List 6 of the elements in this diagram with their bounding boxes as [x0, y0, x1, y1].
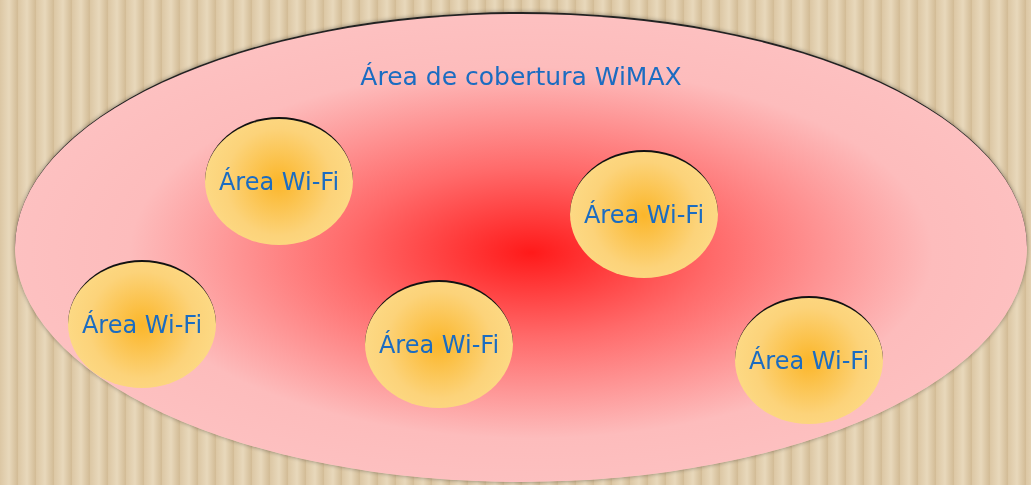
area-title: Área de cobertura WiMAX [359, 62, 683, 91]
area-label: Área Wi-Fi [748, 347, 870, 375]
area-label: Área Wi-Fi [583, 201, 705, 229]
area-label: Área Wi-Fi [218, 168, 340, 196]
area-label: Área Wi-Fi [378, 331, 500, 359]
area-label: Área Wi-Fi [81, 311, 203, 339]
